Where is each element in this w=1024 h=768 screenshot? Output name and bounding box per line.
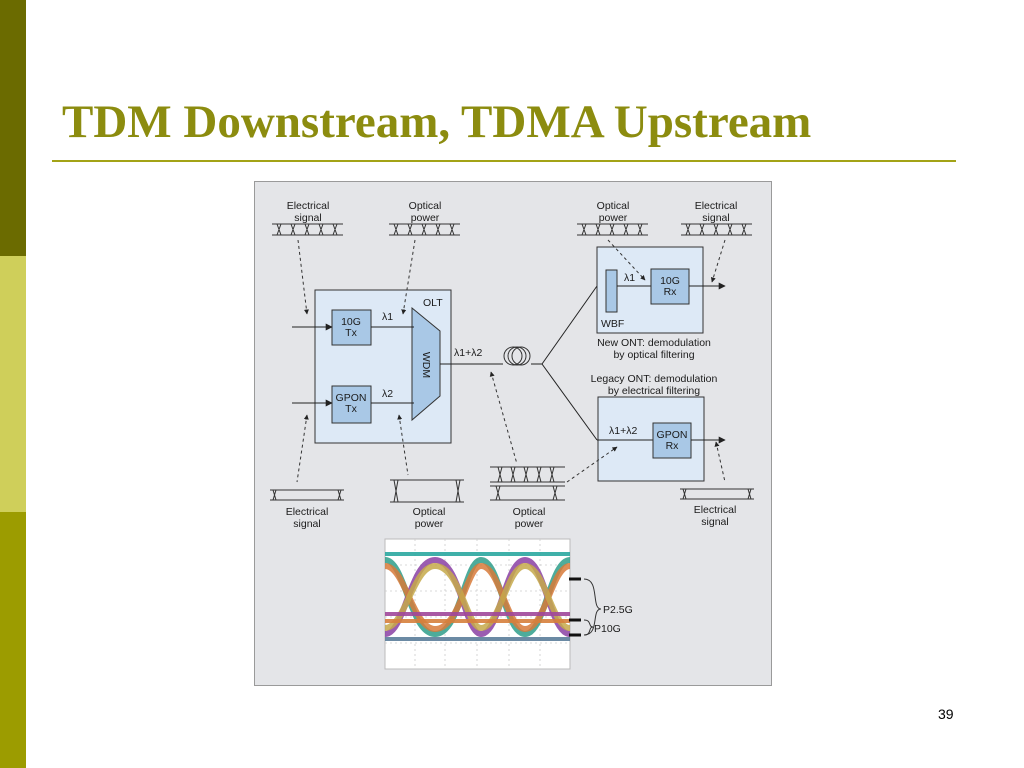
- sidebar-middle-band: [0, 256, 26, 512]
- waveform-electrical-top-right: [681, 223, 752, 236]
- splitter-lower-branch: [541, 363, 598, 441]
- wdm-block: [411, 306, 441, 422]
- eye-p25g-label: P2.5G: [603, 604, 633, 616]
- wbf-label: WBF: [601, 318, 624, 330]
- waveform-electrical-bottom-left: [270, 489, 344, 501]
- arrow-elec-to-new-ont: [710, 239, 726, 283]
- wdm-label: WDM: [420, 352, 432, 378]
- fiber-coil-icon: [503, 346, 531, 366]
- sidebar-bottom-band: [0, 512, 26, 768]
- arrow-legacy-ont-to-elec: [714, 441, 726, 483]
- olt-label: OLT: [423, 297, 443, 309]
- eye-level-markers: [569, 577, 581, 637]
- new-ont-lambda1-label: λ1: [624, 272, 635, 284]
- waveform-electrical-bottom-right: [680, 488, 754, 500]
- olt-lambda1-label: λ1: [382, 311, 393, 323]
- arrow-optical-to-olt-top: [401, 239, 416, 315]
- legacy-ont-gpon-rx-box: [652, 422, 692, 459]
- arrow-fiber-to-combined-optical: [489, 371, 518, 465]
- brace-p10g: [583, 619, 594, 636]
- arrow-elec-to-olt-top: [297, 239, 309, 315]
- title-underline: [52, 160, 956, 162]
- dashed-arrows: [296, 239, 726, 483]
- arrow-olt-to-elec-bottom: [296, 414, 309, 483]
- waveform-optical-top: [389, 223, 460, 236]
- sidebar-top-band: [0, 0, 26, 256]
- olt-gpon-tx-box: [331, 385, 372, 424]
- brace-p25g: [583, 578, 602, 636]
- fiber-lambda-sum-label: λ1+λ2: [454, 347, 482, 359]
- waveform-combined-optical-bottom: [490, 466, 565, 501]
- olt-lambda2-label: λ2: [382, 388, 393, 400]
- waveform-electrical-top-left: [272, 223, 343, 236]
- slide-title: TDM Downstream, TDMA Upstream: [62, 96, 812, 148]
- wbf-filter-block: [605, 269, 618, 313]
- eye-diagram: P2.5G P10G: [384, 538, 633, 670]
- waveform-optical-top-right: [577, 223, 648, 236]
- arrow-combined-to-legacy-ont: [566, 446, 618, 483]
- eye-p10g-label: P10G: [594, 623, 621, 635]
- new-ont-10g-rx-box: [650, 268, 690, 305]
- arrow-olt-to-optical-bottom: [397, 414, 409, 476]
- splitter-upper-branch: [541, 285, 598, 365]
- eye-level-bands: [385, 552, 570, 641]
- olt-10g-tx-box: [331, 309, 372, 346]
- legacy-ont-lambda-sum-label: λ1+λ2: [609, 425, 637, 437]
- waveform-optical-bottom: [390, 479, 464, 503]
- page-number: 39: [938, 706, 954, 722]
